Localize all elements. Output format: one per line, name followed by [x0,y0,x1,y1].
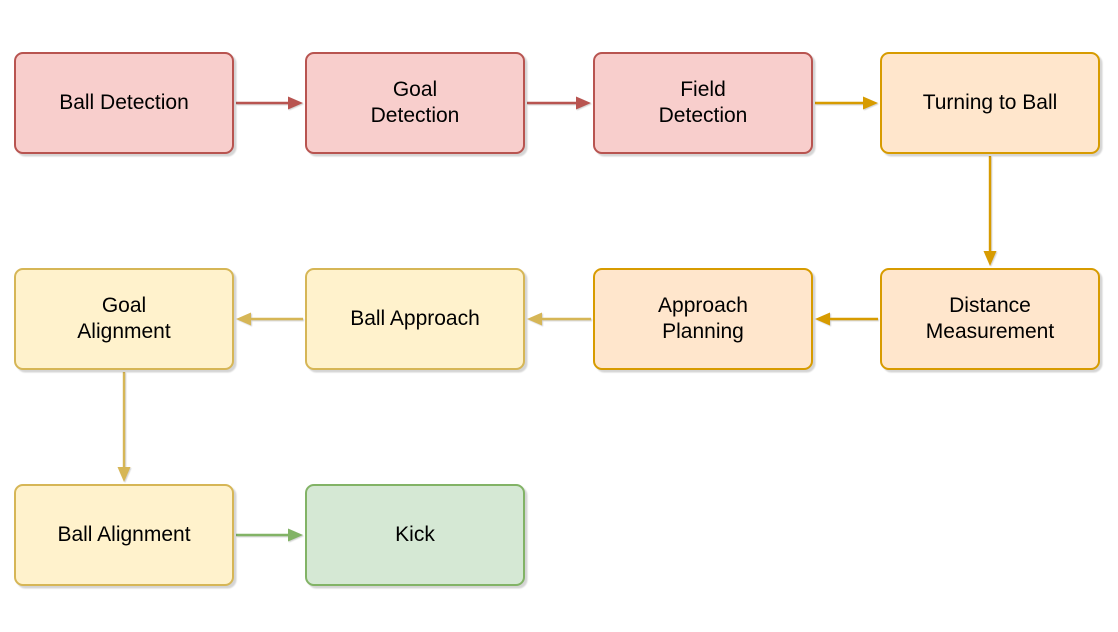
edge-ball-approach-to-goal-alignment [236,312,303,326]
edge-turning-to-ball-to-distance-measurement [983,156,997,266]
node-goal-detection: Goal Detection [305,52,525,154]
node-ball-detection: Ball Detection [14,52,234,154]
edge-ball-alignment-to-kick [236,528,303,542]
node-ball-alignment: Ball Alignment [14,484,234,586]
node-turning-to-ball-label: Turning to Ball [922,91,1058,115]
node-turning-to-ball: Turning to Ball [880,52,1100,154]
node-ball-approach-label: Ball Approach [350,307,480,331]
node-distance-measurement-label: Distance Measurement [925,294,1055,343]
node-distance-measurement: Distance Measurement [880,268,1100,370]
edge-ball-detection-to-goal-detection [236,96,303,110]
node-ball-alignment-label: Ball Alignment [57,523,191,547]
edge-approach-planning-to-ball-approach [527,312,591,326]
node-kick: Kick [305,484,525,586]
node-goal-alignment-label: Goal Alignment [77,294,171,343]
edge-field-detection-to-turning-to-ball [815,96,878,110]
node-ball-detection-label: Ball Detection [59,91,189,115]
node-field-detection-label: Field Detection [658,78,748,127]
node-goal-alignment: Goal Alignment [14,268,234,370]
edge-goal-detection-to-field-detection [527,96,591,110]
edge-goal-alignment-to-ball-alignment [117,372,131,482]
node-field-detection: Field Detection [593,52,813,154]
node-kick-label: Kick [395,523,435,547]
node-ball-approach: Ball Approach [305,268,525,370]
node-approach-planning-label: Approach Planning [658,294,748,343]
edge-distance-measurement-to-approach-planning [815,312,878,326]
node-approach-planning: Approach Planning [593,268,813,370]
node-goal-detection-label: Goal Detection [370,78,460,127]
